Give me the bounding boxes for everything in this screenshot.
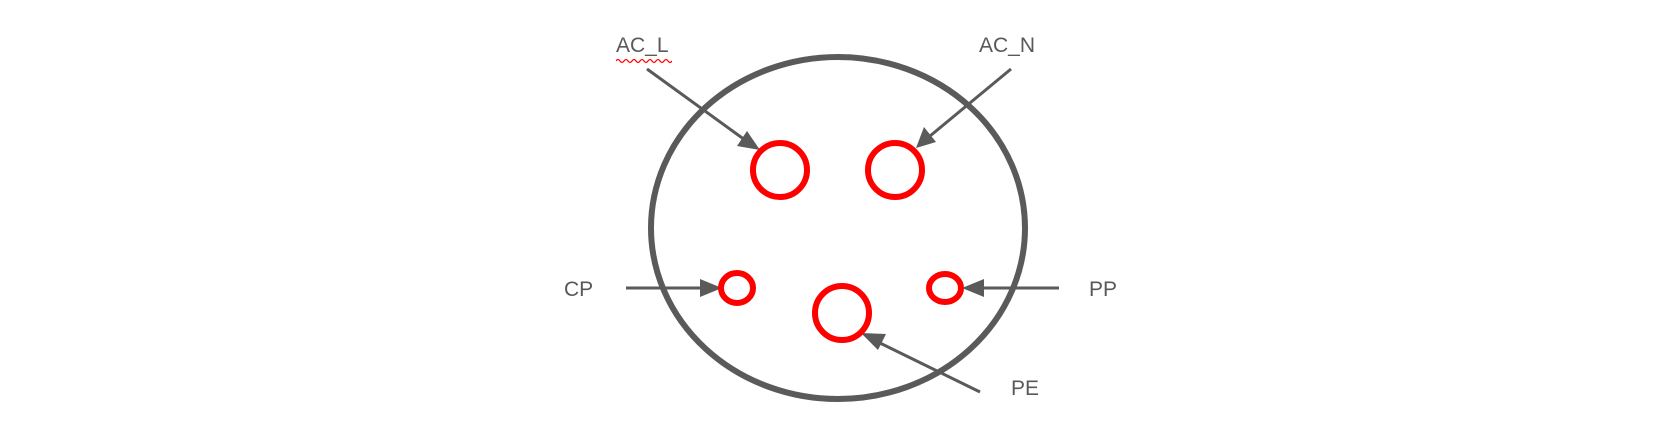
ac-l-leader-line — [646, 67, 746, 142]
ac-n-label: AC_N — [979, 34, 1036, 57]
pe-label: PE — [1011, 377, 1040, 400]
connector-outline — [648, 54, 1028, 402]
pp-label: PP — [1089, 278, 1118, 301]
pe-pin — [812, 283, 872, 343]
cp-arrowhead — [700, 279, 722, 297]
pe-arrowhead — [861, 333, 886, 350]
ac-n-arrowhead — [916, 127, 936, 148]
ac-l-label: AC_L — [616, 34, 669, 57]
pp-arrowhead — [962, 279, 984, 297]
spellcheck-underline — [616, 58, 672, 64]
pp-pin — [926, 271, 964, 305]
pe-leader-line — [879, 341, 981, 394]
ac-l-arrowhead — [737, 131, 760, 150]
ac-n-pin — [865, 140, 925, 200]
ac-l-pin — [750, 140, 810, 200]
cp-label: CP — [564, 278, 594, 301]
cp-pin — [718, 270, 756, 306]
ac-n-leader-line — [929, 67, 1012, 138]
